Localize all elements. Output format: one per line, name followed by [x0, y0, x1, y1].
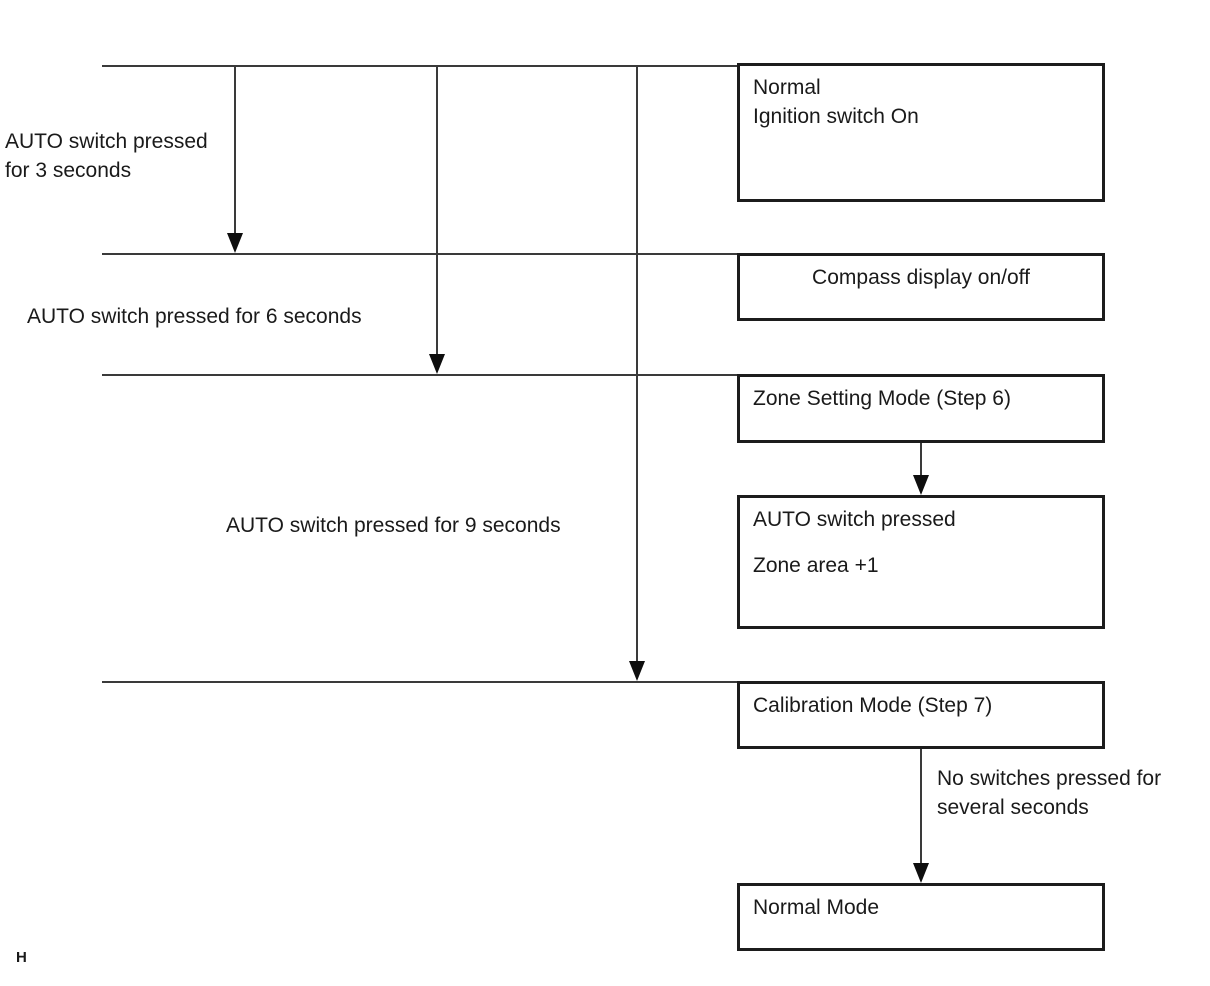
- footer-mark: H: [16, 949, 27, 966]
- state-box-compass: Compass display on/off: [737, 253, 1105, 321]
- arrow-press3-line: [234, 66, 236, 233]
- arrow-press6-line: [436, 66, 438, 354]
- arrow-press9-line: [636, 66, 638, 661]
- arrowhead-down-calibration: [913, 863, 929, 883]
- state-box-calibration: Calibration Mode (Step 7): [737, 681, 1105, 749]
- state-normal-line2: Ignition switch On: [753, 105, 919, 128]
- rail-normal-level: [102, 65, 737, 67]
- state-calibration-label: Calibration Mode (Step 7): [753, 694, 993, 717]
- label-press3-line2: for 3 seconds: [5, 159, 132, 182]
- state-box-normal-mode: Normal Mode: [737, 883, 1105, 951]
- state-zone-action-line1: AUTO switch pressed: [753, 508, 956, 531]
- arrow-calibration-line: [920, 749, 922, 863]
- arrowhead-down-press3: [227, 233, 243, 253]
- label-no-switches-line2: several seconds: [937, 796, 1089, 819]
- state-box-zone-action: AUTO switch pressed Zone area +1: [737, 495, 1105, 629]
- rail-compass-level: [102, 253, 737, 255]
- arrowhead-down-zone: [913, 475, 929, 495]
- state-compass-label: Compass display on/off: [812, 266, 1030, 289]
- state-box-normal: Normal Ignition switch On: [737, 63, 1105, 202]
- label-no-switches: No switches pressed for several seconds: [937, 764, 1161, 822]
- state-box-zone-setting: Zone Setting Mode (Step 6): [737, 374, 1105, 443]
- label-no-switches-line1: No switches pressed for: [937, 767, 1162, 790]
- arrow-zone-line: [920, 443, 922, 475]
- rail-calibration-level: [102, 681, 737, 683]
- rail-zone-setting-level: [102, 374, 737, 376]
- label-press3-line1: AUTO switch pressed: [5, 130, 208, 153]
- label-press9: AUTO switch pressed for 9 seconds: [226, 514, 561, 537]
- state-zone-setting-label: Zone Setting Mode (Step 6): [753, 387, 1011, 410]
- arrowhead-down-press9: [629, 661, 645, 681]
- state-normal-mode-label: Normal Mode: [753, 896, 880, 919]
- label-press6: AUTO switch pressed for 6 seconds: [27, 305, 362, 328]
- label-press3: AUTO switch pressed for 3 seconds: [5, 127, 208, 185]
- state-zone-action-line2: Zone area +1: [753, 554, 879, 577]
- arrowhead-down-press6: [429, 354, 445, 374]
- state-normal-line1: Normal: [753, 76, 821, 99]
